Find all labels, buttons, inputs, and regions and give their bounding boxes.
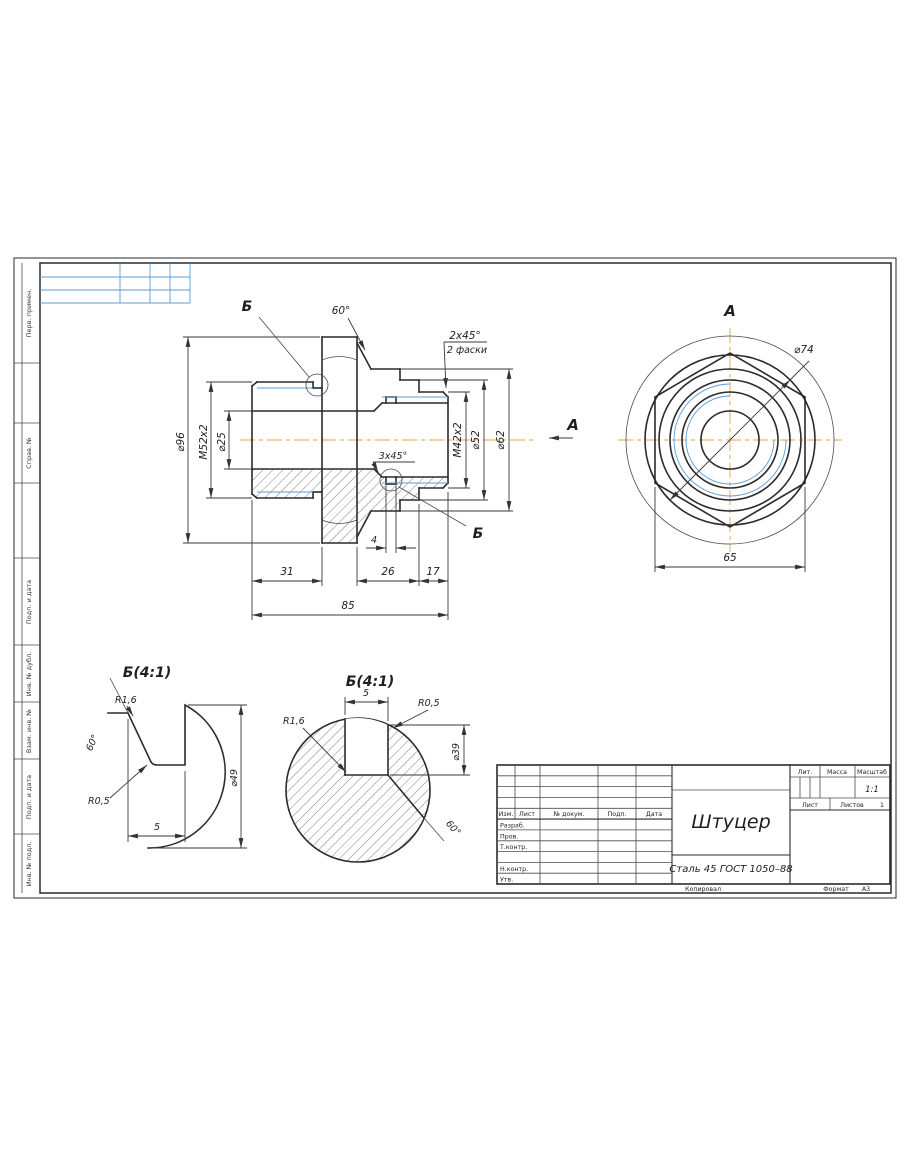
detail-left-dim-dia: ⌀49 — [152, 704, 247, 849]
groove-width-dim: 4 — [366, 486, 416, 553]
margin-label-vzam-inv: Взам. инв. № — [25, 709, 33, 753]
dim-m52: М52х2 — [198, 424, 210, 460]
dim-d62: ⌀62 — [495, 430, 507, 450]
dim-groove-4: 4 — [371, 535, 377, 546]
margin-columns: Перв. примен. Справ. № Подп. и дата Инв.… — [14, 263, 40, 893]
margin-label-perv-primen: Перв. примен. — [25, 289, 33, 338]
dim-d74: ⌀74 — [794, 344, 814, 356]
tb-col-list: Лист — [519, 811, 535, 818]
tb-col-izm: Изм. — [499, 811, 514, 818]
tb-format-label: Формат — [823, 886, 849, 893]
dim-m42: М42х2 — [452, 422, 464, 458]
right-diameter-dims: М42х2 ⌀52 ⌀62 — [400, 368, 513, 512]
corner-table — [40, 263, 191, 304]
detail-left-dim-5: 5 — [127, 719, 186, 842]
tb-list: Лист — [802, 802, 818, 809]
detail-left-dia: ⌀49 — [229, 769, 240, 787]
detail-left-title: Б(4:1) — [123, 665, 172, 681]
margin-label-podp-data-2: Подп. и дата — [25, 775, 33, 819]
tb-col-podp: Подп. — [607, 811, 626, 818]
hex-flange — [654, 352, 806, 528]
tb-row-nkontr: Н.контр. — [500, 866, 528, 873]
thread-lines — [257, 387, 448, 493]
tb-row-prov: Пров. — [500, 833, 518, 840]
detail-right-dim-dia: ⌀39 — [390, 724, 470, 776]
part-outline — [250, 336, 450, 544]
tb-kopiroval: Копировал — [685, 886, 721, 893]
part-name: Штуцер — [691, 811, 770, 833]
tb-col-data: Дата — [646, 811, 662, 818]
tb-row-tkontr: Т.контр. — [499, 844, 527, 851]
tb-lit: Лит. — [798, 769, 813, 776]
tb-row-razrab: Разраб. — [500, 822, 525, 830]
main-section-view: Б Б 60° 2х45° 2 фаски 3х45° ⌀96 М52х2 — [175, 299, 579, 620]
margin-label-sprav: Справ. № — [25, 437, 33, 469]
detail-b-left: Б(4:1) R1,6 60° R0,5 5 ⌀49 — [84, 665, 247, 849]
detail-left-r05: R0,5 — [88, 796, 110, 807]
tb-massa: Масса — [827, 769, 847, 776]
tb-masshtab: Масштаб — [857, 768, 887, 776]
callout-b-bottom-label: Б — [473, 526, 484, 542]
dim-d96: ⌀96 — [175, 432, 187, 452]
detail-left-w5: 5 — [154, 822, 160, 833]
margin-label-inv-podl: Инв. № подл. — [25, 842, 33, 887]
margin-label-podp-data-1: Подп. и дата — [25, 580, 33, 624]
dim-65: 65 — [723, 552, 737, 564]
tb-format-value: А3 — [862, 886, 870, 893]
view-direction-arrow: А — [549, 416, 579, 441]
detail-right-r16: R1,6 — [283, 716, 305, 727]
tb-listov: Листов — [840, 802, 864, 809]
dim-chamfer-2x45: 2х45° — [449, 330, 481, 342]
margin-label-inv-dubl: Инв. № дубл. — [25, 652, 33, 696]
dim-angle-60: 60° — [332, 305, 351, 317]
view-arrow-label: А — [566, 416, 579, 434]
left-diameter-dims: ⌀96 М52х2 ⌀25 — [175, 336, 320, 544]
detail-callouts: Б Б — [242, 299, 484, 542]
callout-b-top-label: Б — [242, 299, 253, 315]
dim-85: 85 — [341, 600, 355, 612]
detail-left-r16: R1,6 — [115, 695, 137, 706]
dim-chamfer-note: 2 фаски — [447, 345, 487, 356]
dim-26: 26 — [381, 566, 395, 578]
dim-d25: ⌀25 — [216, 432, 228, 452]
dim-chamfer-3x45: 3х45° — [379, 451, 408, 462]
detail-right-dia: ⌀39 — [451, 743, 462, 761]
detail-right-dim-5: 5 — [344, 688, 389, 721]
sheet-border — [13, 257, 897, 899]
detail-right-w5: 5 — [363, 688, 369, 699]
detail-left-angle: 60° — [84, 733, 101, 753]
dim-17: 17 — [426, 566, 440, 578]
view-a-label: А — [723, 302, 736, 320]
dim-d74-group: ⌀74 — [669, 344, 814, 501]
dim-31: 31 — [280, 566, 293, 578]
detail-right-title: Б(4:1) — [346, 674, 395, 690]
detail-right-r05: R0,5 — [418, 698, 440, 709]
dim-d52: ⌀52 — [470, 430, 482, 450]
tb-scale-value: 1:1 — [865, 785, 879, 795]
tb-listov-value: 1 — [880, 802, 884, 809]
length-dims: 31 26 17 85 — [251, 492, 449, 620]
tb-row-utv: Утв. — [500, 877, 513, 884]
dim-65-group: 65 — [654, 487, 806, 572]
view-a: А ⌀74 65 — [618, 302, 842, 572]
detail-right-angle: 60° — [443, 818, 462, 838]
tb-col-dokum: № докум. — [552, 811, 584, 818]
detail-left-outline — [107, 703, 226, 849]
title-block: Изм. Лист № докум. Подп. Дата Разраб. Пр… — [496, 764, 891, 893]
detail-b-right: Б(4:1) 60° 5 R0,5 R1,6 ⌀39 — [283, 674, 470, 863]
part-material: Сталь 45 ГОСТ 1050–88 — [669, 864, 792, 875]
